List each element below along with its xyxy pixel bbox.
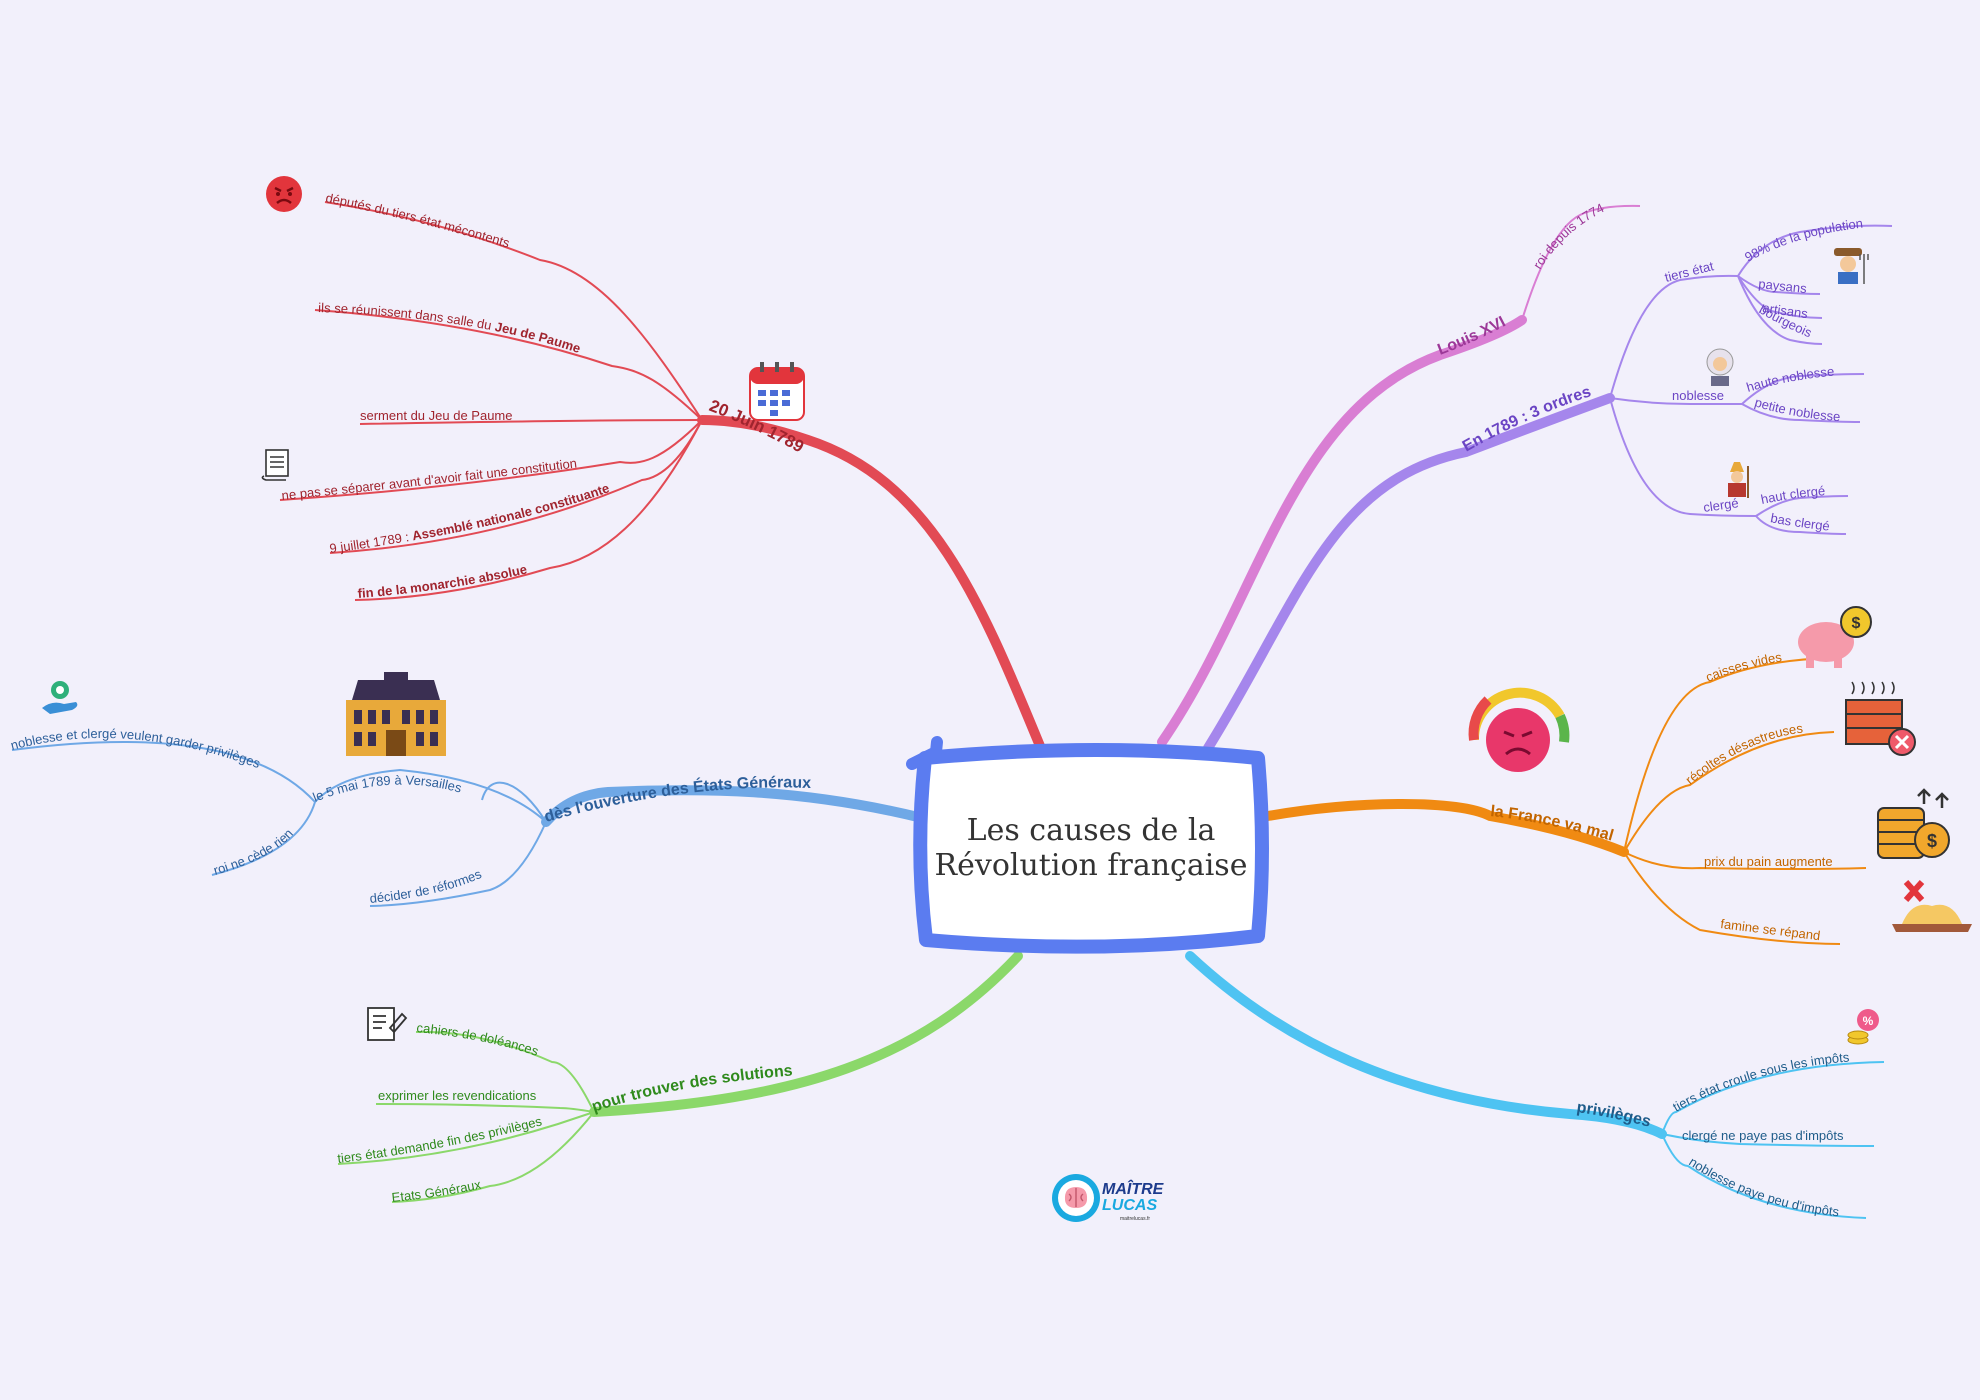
etats-item-reformes: décider de réformes bbox=[369, 866, 484, 906]
etats-item-versailles: le 5 mai 1789 à Versailles bbox=[311, 772, 464, 804]
france-item-caisses: caisses vides bbox=[1703, 649, 1783, 684]
brand-name-line-2: LUCAS bbox=[1102, 1197, 1158, 1214]
empty-plate-icon bbox=[1892, 880, 1972, 932]
hand-badge-icon bbox=[42, 681, 78, 714]
central-frame-tab bbox=[906, 736, 943, 770]
juin-item-serment: serment du Jeu de Paume bbox=[360, 408, 512, 423]
ordres-items: tiers état 98% de la population paysans … bbox=[1663, 216, 1864, 534]
privileges-item-tiers: tiers état croule sous les impôts bbox=[1670, 1049, 1850, 1114]
etats-item-noblesse: noblesse et clergé veulent garder privil… bbox=[9, 726, 263, 771]
branch-france bbox=[1263, 799, 1629, 857]
etats-sub-lines bbox=[11, 740, 547, 907]
solutions-item-exprimer: exprimer les revendications bbox=[378, 1088, 537, 1103]
solutions-item-tiers: tiers état demande fin des privilèges bbox=[337, 1113, 544, 1166]
privileges-sub-lines bbox=[1661, 1061, 1885, 1219]
title-line-2: Révolution française bbox=[934, 848, 1248, 883]
privileges-item-noblesse: noblesse paye peu d'impôts bbox=[1686, 1154, 1840, 1219]
juin-item-salle: ils se réunissent dans salle du Jeu de P… bbox=[318, 300, 583, 356]
branch-solutions bbox=[589, 951, 1023, 1117]
branch-juin bbox=[697, 415, 1045, 751]
solutions-item-cahiers: cahiers de doléances bbox=[416, 1020, 541, 1059]
calendar-icon bbox=[749, 362, 805, 421]
angry-face-icon bbox=[266, 176, 302, 212]
france-sub-lines bbox=[1623, 657, 1867, 945]
etats-label: dès l'ouverture des États Généraux bbox=[543, 774, 812, 825]
louis-items: roi depuis 1774 bbox=[1530, 200, 1606, 271]
ordres-label: En 1789 : 3 ordres bbox=[1460, 383, 1594, 455]
juin-item-fin: fin de la monarchie absolue bbox=[357, 561, 528, 601]
ordres-noblesse-label: noblesse bbox=[1672, 388, 1724, 403]
tax-coins-icon: % bbox=[1847, 1009, 1879, 1045]
ordres-tiers-label: tiers état bbox=[1663, 258, 1715, 285]
louis-item-roi: roi depuis 1774 bbox=[1530, 200, 1606, 271]
branch-louis bbox=[1157, 315, 1527, 747]
svg-text:$: $ bbox=[1852, 615, 1861, 632]
svg-text:$: $ bbox=[1927, 831, 1937, 851]
bishop-icon bbox=[1728, 462, 1749, 498]
brand-logo: MAÎTRE LUCAS maitrelucas.fr bbox=[1050, 1175, 1170, 1227]
farmer-icon bbox=[1834, 248, 1869, 284]
france-items: caisses vides récoltes désastreuses prix… bbox=[1683, 649, 1833, 943]
sad-gauge-icon bbox=[1468, 687, 1570, 772]
palace-icon bbox=[346, 672, 446, 756]
louis-sub-lines bbox=[1521, 204, 1641, 321]
branch-privileges bbox=[1185, 951, 1667, 1139]
title-line-1: Les causes de la bbox=[966, 813, 1216, 848]
piggy-bank-icon: $ bbox=[1798, 606, 1872, 668]
ordres-tiers-paysans: paysans bbox=[1758, 276, 1808, 296]
privileges-label: privilèges bbox=[1576, 1099, 1653, 1131]
scroll-icon bbox=[261, 449, 289, 481]
notepad-icon bbox=[367, 1007, 408, 1041]
ordres-clerge-label: clergé bbox=[1702, 495, 1739, 515]
ordres-sub-lines bbox=[1609, 224, 1893, 535]
privileges-item-clerge: clergé ne paye pas d'impôts bbox=[1682, 1128, 1844, 1143]
juin-item-constitution: ne pas se séparer avant d'avoir fait une… bbox=[281, 455, 578, 503]
ordres-noblesse-haute: haute noblesse bbox=[1745, 364, 1835, 395]
privileges-items: tiers état croule sous les impôts clergé… bbox=[1670, 1049, 1850, 1219]
branch-etats bbox=[541, 785, 927, 827]
branch-ordres bbox=[1203, 393, 1615, 753]
juin-sub-lines bbox=[279, 201, 703, 601]
svg-text:%: % bbox=[1863, 1014, 1874, 1028]
noble-icon bbox=[1706, 348, 1734, 386]
solutions-items: cahiers de doléances exprimer les revend… bbox=[337, 1020, 544, 1205]
juin-item-deputes: députés du tiers état mécontents bbox=[324, 190, 512, 251]
solutions-sub-lines bbox=[337, 1030, 595, 1203]
central-frame bbox=[913, 743, 1269, 954]
central-node[interactable] bbox=[906, 736, 1269, 954]
main-branches bbox=[541, 315, 1667, 1139]
brain-logo-icon bbox=[1052, 1174, 1100, 1222]
solutions-item-eg: Etats Généraux bbox=[391, 1177, 483, 1205]
etats-item-roi: roi ne cède rien bbox=[212, 826, 296, 878]
france-item-prix: prix du pain augmente bbox=[1704, 854, 1833, 869]
brand-tagline: maitrelucas.fr bbox=[1120, 1216, 1151, 1222]
coins-up-icon: $ bbox=[1877, 788, 1950, 859]
ordres-clerge-haut: haut clergé bbox=[1760, 483, 1826, 507]
ordres-tiers-artisans: artisans bbox=[1762, 300, 1810, 321]
brand-name-line-1: MAÎTRE bbox=[1102, 1181, 1164, 1198]
rotten-crate-icon bbox=[1845, 681, 1916, 756]
